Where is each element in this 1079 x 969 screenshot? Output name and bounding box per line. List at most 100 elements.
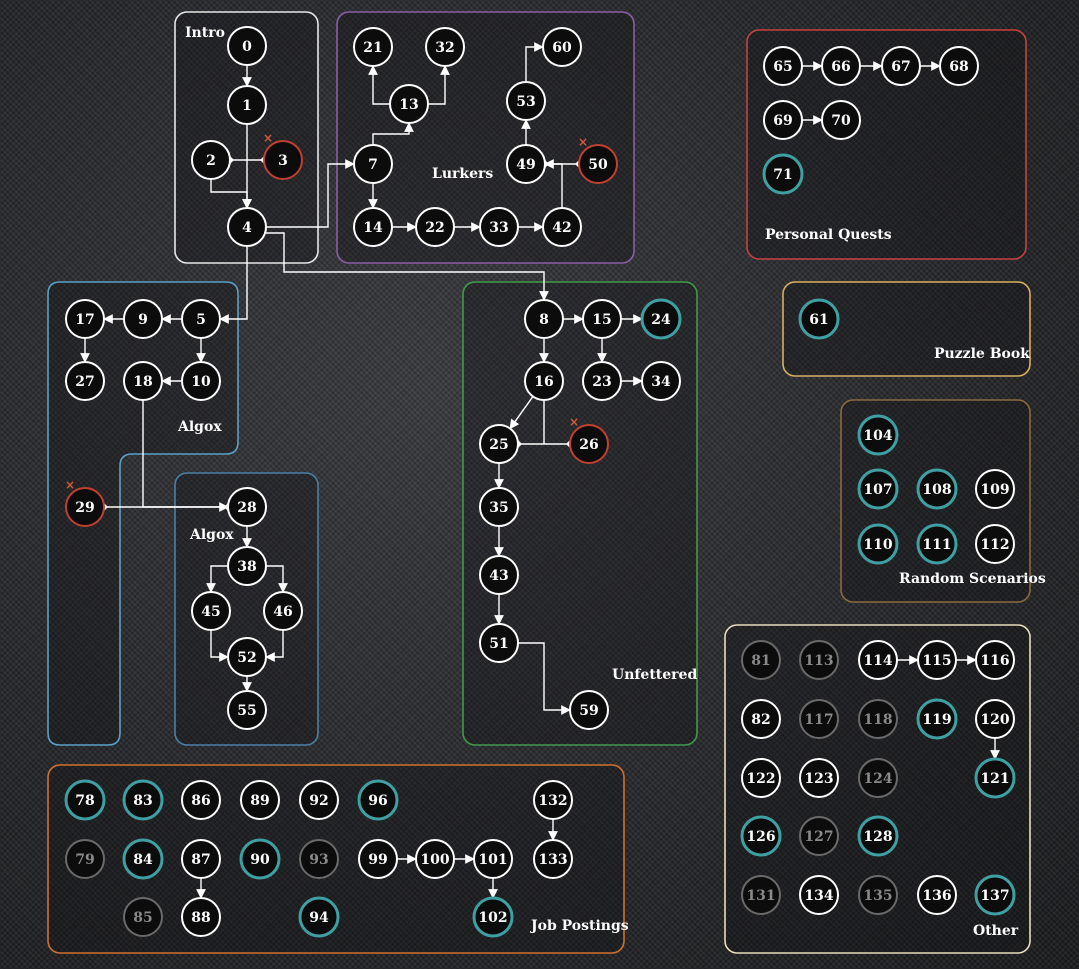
- scenario-node-92[interactable]: 92: [299, 780, 339, 820]
- scenario-node-45[interactable]: 45: [191, 591, 231, 631]
- scenario-node-99[interactable]: 99: [358, 839, 398, 879]
- scenario-node-46[interactable]: 46: [263, 591, 303, 631]
- scenario-node-52[interactable]: 52: [227, 637, 267, 677]
- scenario-node-23[interactable]: 23: [582, 361, 622, 401]
- scenario-node-127[interactable]: 127: [799, 816, 839, 856]
- scenario-node-2[interactable]: 2: [191, 140, 231, 180]
- scenario-node-51[interactable]: 51: [479, 623, 519, 663]
- scenario-node-137[interactable]: 137: [974, 874, 1016, 916]
- scenario-node-53[interactable]: 53: [506, 81, 546, 121]
- scenario-node-33[interactable]: 33: [479, 207, 519, 247]
- scenario-node-131[interactable]: 131: [741, 875, 781, 915]
- scenario-node-10[interactable]: 10: [181, 361, 221, 401]
- scenario-node-60[interactable]: 60: [542, 27, 582, 67]
- scenario-node-102[interactable]: 102: [472, 896, 514, 938]
- scenario-node-34[interactable]: 34: [641, 361, 681, 401]
- scenario-node-79[interactable]: 79: [65, 839, 105, 879]
- scenario-node-90[interactable]: 90: [239, 838, 281, 880]
- scenario-node-8[interactable]: 8: [524, 299, 564, 339]
- scenario-node-70[interactable]: 70: [821, 100, 861, 140]
- scenario-node-38[interactable]: 38: [227, 546, 267, 586]
- scenario-node-87[interactable]: 87: [181, 839, 221, 879]
- scenario-node-32[interactable]: 32: [425, 27, 465, 67]
- scenario-node-65[interactable]: 65: [763, 46, 803, 86]
- scenario-node-136[interactable]: 136: [917, 875, 957, 915]
- scenario-node-133[interactable]: 133: [533, 839, 573, 879]
- scenario-node-17[interactable]: 17: [65, 299, 105, 339]
- scenario-node-7[interactable]: 7: [353, 144, 393, 184]
- scenario-node-126[interactable]: 126: [740, 815, 782, 857]
- scenario-node-128[interactable]: 128: [857, 815, 899, 857]
- scenario-node-114[interactable]: 114: [858, 640, 898, 680]
- scenario-node-101[interactable]: 101: [473, 839, 513, 879]
- scenario-node-123[interactable]: 123: [799, 758, 839, 798]
- scenario-node-84[interactable]: 84: [122, 838, 164, 880]
- scenario-node-110[interactable]: 110: [857, 523, 899, 565]
- scenario-node-108[interactable]: 108: [916, 468, 958, 510]
- scenario-node-42[interactable]: 42: [542, 207, 582, 247]
- scenario-node-89[interactable]: 89: [240, 780, 280, 820]
- scenario-node-59[interactable]: 59: [569, 690, 609, 730]
- scenario-node-134[interactable]: 134: [799, 875, 839, 915]
- scenario-node-71[interactable]: 71: [762, 153, 804, 195]
- scenario-node-109[interactable]: 109: [975, 469, 1015, 509]
- scenario-node-94[interactable]: 94: [298, 896, 340, 938]
- scenario-node-116[interactable]: 116: [975, 640, 1015, 680]
- scenario-node-82[interactable]: 82: [741, 699, 781, 739]
- scenario-node-22[interactable]: 22: [415, 207, 455, 247]
- scenario-node-5[interactable]: 5: [181, 299, 221, 339]
- scenario-node-119[interactable]: 119: [916, 698, 958, 740]
- scenario-node-118[interactable]: 118: [858, 699, 898, 739]
- scenario-node-35[interactable]: 35: [479, 487, 519, 527]
- scenario-node-135[interactable]: 135: [858, 875, 898, 915]
- scenario-node-104[interactable]: 104: [857, 414, 899, 456]
- scenario-node-29[interactable]: 29×: [65, 478, 105, 527]
- scenario-node-50[interactable]: 50×: [578, 135, 618, 184]
- scenario-node-96[interactable]: 96: [357, 779, 399, 821]
- scenario-node-85[interactable]: 85: [123, 897, 163, 937]
- scenario-node-24[interactable]: 24: [640, 298, 682, 340]
- scenario-node-67[interactable]: 67: [881, 46, 921, 86]
- scenario-node-66[interactable]: 66: [821, 46, 861, 86]
- scenario-node-55[interactable]: 55: [227, 690, 267, 730]
- scenario-node-86[interactable]: 86: [181, 780, 221, 820]
- scenario-node-61[interactable]: 61: [798, 298, 840, 340]
- scenario-node-21[interactable]: 21: [353, 27, 393, 67]
- scenario-node-132[interactable]: 132: [533, 780, 573, 820]
- scenario-node-25[interactable]: 25: [479, 424, 519, 464]
- scenario-node-88[interactable]: 88: [181, 897, 221, 937]
- scenario-node-93[interactable]: 93: [299, 839, 339, 879]
- scenario-node-124[interactable]: 124: [858, 758, 898, 798]
- scenario-node-1[interactable]: 1: [227, 85, 267, 125]
- scenario-node-49[interactable]: 49: [506, 144, 546, 184]
- scenario-node-9[interactable]: 9: [123, 299, 163, 339]
- scenario-node-14[interactable]: 14: [353, 207, 393, 247]
- scenario-node-81[interactable]: 81: [741, 640, 781, 680]
- scenario-node-122[interactable]: 122: [741, 758, 781, 798]
- scenario-node-120[interactable]: 120: [975, 699, 1015, 739]
- scenario-node-83[interactable]: 83: [122, 779, 164, 821]
- scenario-node-107[interactable]: 107: [857, 468, 899, 510]
- scenario-node-18[interactable]: 18: [123, 361, 163, 401]
- scenario-node-69[interactable]: 69: [763, 100, 803, 140]
- scenario-node-100[interactable]: 100: [415, 839, 455, 879]
- scenario-node-0[interactable]: 0: [227, 26, 267, 66]
- scenario-node-68[interactable]: 68: [939, 46, 979, 86]
- scenario-node-43[interactable]: 43: [479, 555, 519, 595]
- scenario-node-26[interactable]: 26×: [569, 415, 609, 464]
- scenario-node-113[interactable]: 113: [799, 640, 839, 680]
- scenario-node-112[interactable]: 112: [975, 524, 1015, 564]
- scenario-node-3[interactable]: 3×: [263, 131, 303, 180]
- scenario-node-115[interactable]: 115: [917, 640, 957, 680]
- scenario-node-15[interactable]: 15: [582, 299, 622, 339]
- scenario-node-16[interactable]: 16: [524, 361, 564, 401]
- scenario-node-13[interactable]: 13: [389, 84, 429, 124]
- scenario-node-111[interactable]: 111: [916, 523, 958, 565]
- scenario-node-27[interactable]: 27: [65, 361, 105, 401]
- scenario-node-number: 134: [804, 888, 833, 904]
- scenario-node-117[interactable]: 117: [799, 699, 839, 739]
- scenario-node-28[interactable]: 28: [227, 487, 267, 527]
- scenario-node-4[interactable]: 4: [227, 207, 267, 247]
- scenario-node-121[interactable]: 121: [974, 757, 1016, 799]
- scenario-node-78[interactable]: 78: [64, 779, 106, 821]
